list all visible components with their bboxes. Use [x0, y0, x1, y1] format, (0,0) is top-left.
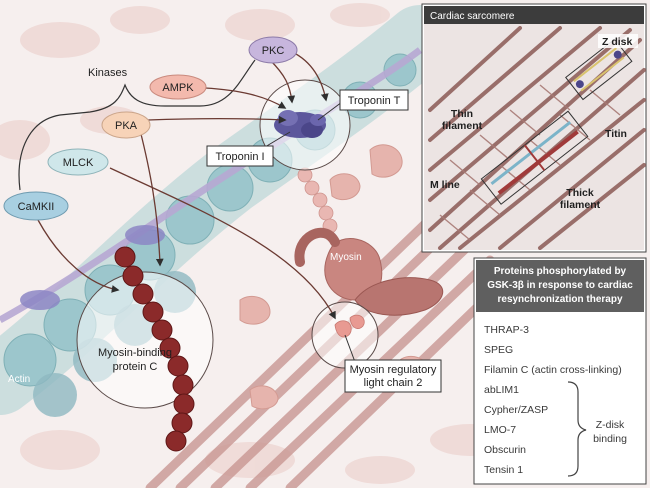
svg-text:AMPK: AMPK [162, 82, 194, 94]
svg-text:Z disk: Z disk [602, 36, 633, 48]
z-disk-bracket [567, 381, 587, 477]
svg-text:Myosin-binding: Myosin-binding [98, 347, 172, 359]
svg-text:Titin: Titin [605, 128, 627, 140]
list-item: Tensin 1 [484, 464, 523, 476]
svg-text:PKA: PKA [115, 120, 138, 132]
sarcomere-inset: Cardiac sarcomere [421, 3, 647, 253]
kinase-ampk: AMPK [149, 74, 207, 100]
svg-text:GSK-3β in response to cardiac: GSK-3β in response to cardiac [487, 280, 633, 291]
svg-text:Troponin I: Troponin I [215, 151, 264, 163]
gsk-panel: Proteins phosphorylated by GSK-3β in res… [473, 257, 647, 485]
kinase-mlck: MLCK [47, 148, 109, 176]
mrlc-label: Myosin regulatory light chain 2 [344, 334, 442, 393]
list-item: THRAP-3 [484, 324, 529, 336]
list-item: Cypher/ZASP [484, 404, 548, 416]
troponin-t-label: Troponin T [317, 89, 409, 121]
myosin-molecule [294, 227, 443, 316]
myosin-heads [239, 144, 429, 410]
svg-text:Thin: Thin [451, 108, 473, 120]
list-item: Obscurin [484, 444, 526, 456]
myosin-label: Myosin [330, 252, 362, 263]
kinases-bracket [18, 59, 256, 191]
list-item: abLIM1 [484, 384, 519, 396]
svg-text:Myosin regulatory: Myosin regulatory [350, 364, 437, 376]
kinase-camkii: CaMKII [3, 191, 69, 221]
mrlc-blobs [334, 314, 365, 338]
svg-text:MLCK: MLCK [63, 157, 94, 169]
kinases-label: Kinases [88, 67, 128, 79]
svg-text:Thick: Thick [566, 187, 594, 199]
arrows [37, 49, 336, 320]
svg-text:Z-disk: Z-disk [596, 419, 625, 431]
svg-text:light chain 2: light chain 2 [364, 377, 423, 389]
list-item: SPEG [484, 344, 513, 356]
svg-text:Cardiac sarcomere: Cardiac sarcomere [430, 11, 515, 22]
svg-text:PKC: PKC [262, 45, 285, 57]
svg-text:filament: filament [442, 120, 483, 132]
svg-text:CaMKII: CaMKII [18, 201, 55, 213]
mybpc-bead-chain [114, 246, 195, 452]
svg-text:resynchronization therapy: resynchronization therapy [497, 294, 622, 305]
actin-label: Actin [8, 374, 30, 385]
svg-text:protein C: protein C [113, 361, 158, 373]
kinase-pka: PKA [101, 111, 151, 139]
svg-text:Troponin T: Troponin T [348, 95, 401, 107]
inset-illustration [424, 24, 646, 250]
list-item: Filamin C (actin cross-linking) [484, 364, 622, 376]
troponin-complex [274, 110, 326, 138]
svg-text:filament: filament [560, 199, 601, 211]
svg-text:binding: binding [593, 433, 627, 445]
gsk-protein-list: THRAP-3 SPEG Filamin C (actin cross-link… [484, 324, 622, 476]
troponin-i-label: Troponin I [206, 131, 291, 167]
list-item: LMO-7 [484, 424, 516, 436]
kinase-pkc: PKC [248, 36, 298, 64]
svg-text:M line: M line [430, 179, 460, 191]
mybpc-label: Myosin-binding protein C [98, 347, 172, 373]
svg-text:Proteins phosphorylated by: Proteins phosphorylated by [494, 266, 627, 277]
